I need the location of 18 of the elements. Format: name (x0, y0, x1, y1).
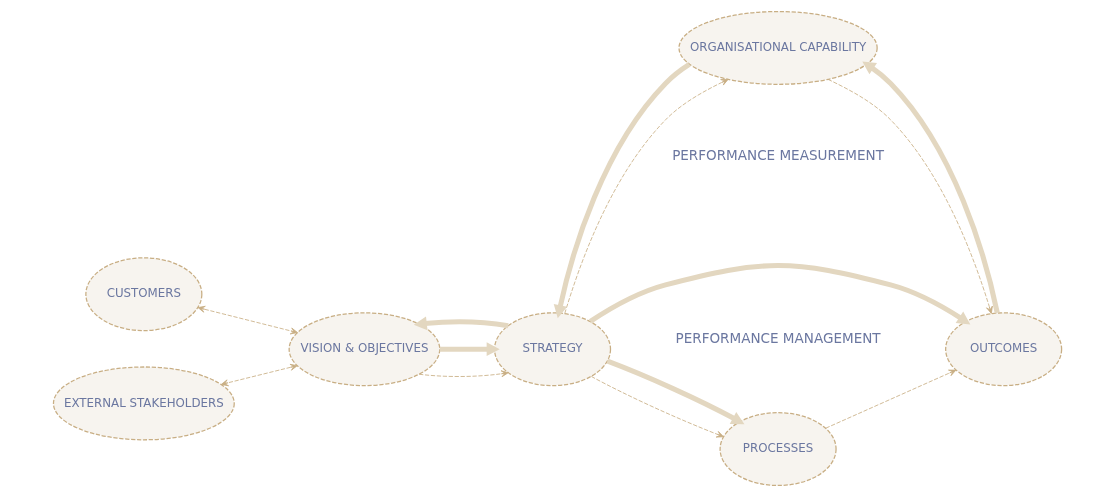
node-ellipse: CUSTOMERS (84, 257, 202, 332)
arrow (563, 78, 728, 314)
arrow (827, 78, 993, 314)
arrow (590, 376, 724, 438)
arrow (220, 363, 298, 387)
arrow (413, 316, 509, 331)
arrow (588, 263, 970, 325)
arrow (606, 358, 744, 425)
arrow (553, 62, 691, 319)
label: PERFORMANCE MANAGEMENT (675, 330, 881, 347)
arrow (861, 61, 1000, 314)
node-ellipse: EXTERNAL STAKEHOLDERS (52, 366, 235, 441)
arrow (197, 305, 298, 335)
node-ellipse: STRATEGY (493, 312, 611, 387)
arrow (439, 342, 500, 357)
arrow (824, 369, 956, 429)
label: PERFORMANCE MEASUREMENT (671, 147, 884, 164)
arrow (418, 370, 509, 378)
